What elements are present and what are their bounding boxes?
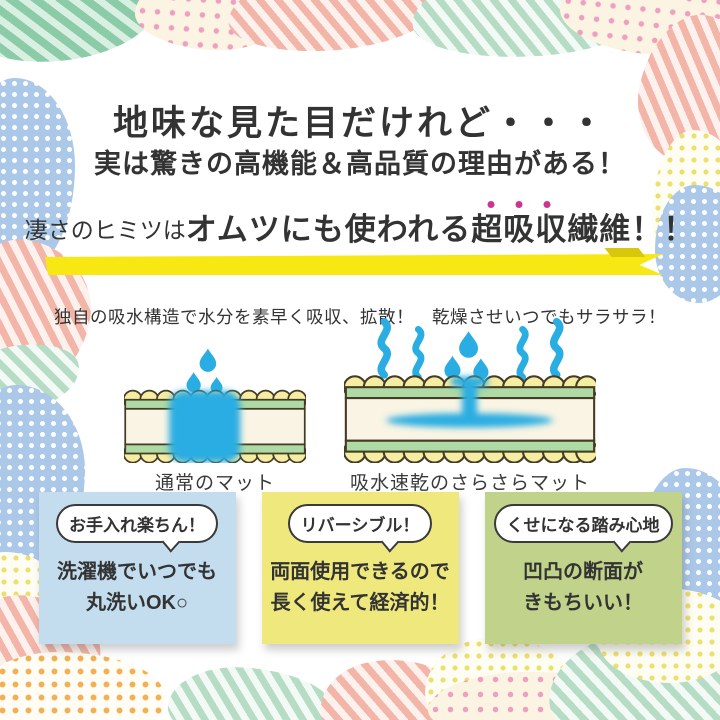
feature-bubble: リバーシブル！ — [287, 504, 433, 543]
secret-prefix-text: 凄さのヒミツは — [24, 217, 186, 244]
decor-patch-orange-dots — [0, 652, 165, 720]
absorption-description: 独自の吸水構造で水分を素早く吸収、拡散！ 乾燥させいつでもサラサラ！ — [54, 306, 666, 327]
feature-line: 両面使用できるので — [270, 561, 450, 583]
feature-bubble: くせになる踏み心地 — [493, 504, 673, 543]
dry-mat-figure: 吸水速乾のさらさらマット — [344, 318, 596, 495]
feature-card-comfort: くせになる踏み心地 凹凸の断面が きもちいい！ — [484, 492, 682, 644]
feature-bubble: お手入れ楽ちん！ — [56, 504, 218, 543]
feature-line: 洗濯機でいつでも — [57, 561, 217, 583]
secret-emphasis-tail: 繊維！！ — [567, 212, 696, 247]
feature-text: 両面使用できるので 長く使えて経済的！ — [270, 557, 450, 619]
decor-patch-mint-stripes — [165, 662, 336, 720]
feature-cards: お手入れ楽ちん！ 洗濯機でいつでも 丸洗いOK○ リバーシブル！ 両面使用できる… — [0, 492, 720, 644]
mat-comparison: 通常のマット — [0, 318, 720, 495]
mat-cross-section — [124, 389, 306, 463]
feature-line: きもちいい！ — [523, 592, 643, 614]
yellow-marker-highlight — [45, 254, 663, 275]
normal-mat-diagram — [124, 348, 306, 463]
feature-text: 洗濯機でいつでも 丸洗いOK○ — [57, 557, 217, 619]
feature-line: 長く使えて経済的！ — [270, 592, 450, 614]
water-drop-icon — [444, 331, 489, 380]
spreading-water — [386, 376, 553, 428]
normal-mat-label: 通常のマット — [154, 473, 275, 494]
feature-line: 丸洗いOK○ — [85, 592, 189, 614]
water-drop-icon — [186, 348, 223, 394]
page-subtitle: 実は驚きの高機能＆高品質の理由がある！ — [94, 149, 626, 180]
soaked-water-blob — [169, 391, 241, 463]
dry-mat-label: 吸水速乾のさらさらマット — [349, 473, 590, 494]
secret-headline: 凄さのヒミツはオムツにも使われる超吸収繊維！！ — [0, 211, 720, 248]
feature-card-reversible: リバーシブル！ 両面使用できるので 長く使えて経済的！ — [261, 492, 459, 644]
feature-text: 凹凸の断面が きもちいい！ — [523, 557, 643, 619]
mat-cross-section — [344, 375, 596, 463]
feature-line: 凹凸の断面が — [523, 561, 643, 583]
yellow-marker-fold — [604, 248, 646, 257]
secret-emphasis-lead: オムツにも使われる — [185, 212, 472, 247]
secret-emphasis-dotted: 超吸収 — [471, 212, 568, 247]
feature-card-easy-care: お手入れ楽ちん！ 洗濯機でいつでも 丸洗いOK○ — [38, 492, 236, 644]
dry-mat-diagram — [344, 318, 596, 463]
normal-mat-figure: 通常のマット — [124, 342, 306, 495]
decor-patch-blue-dots — [655, 185, 720, 303]
page-title: 地味な見た目だけれど・・・ — [112, 104, 607, 144]
